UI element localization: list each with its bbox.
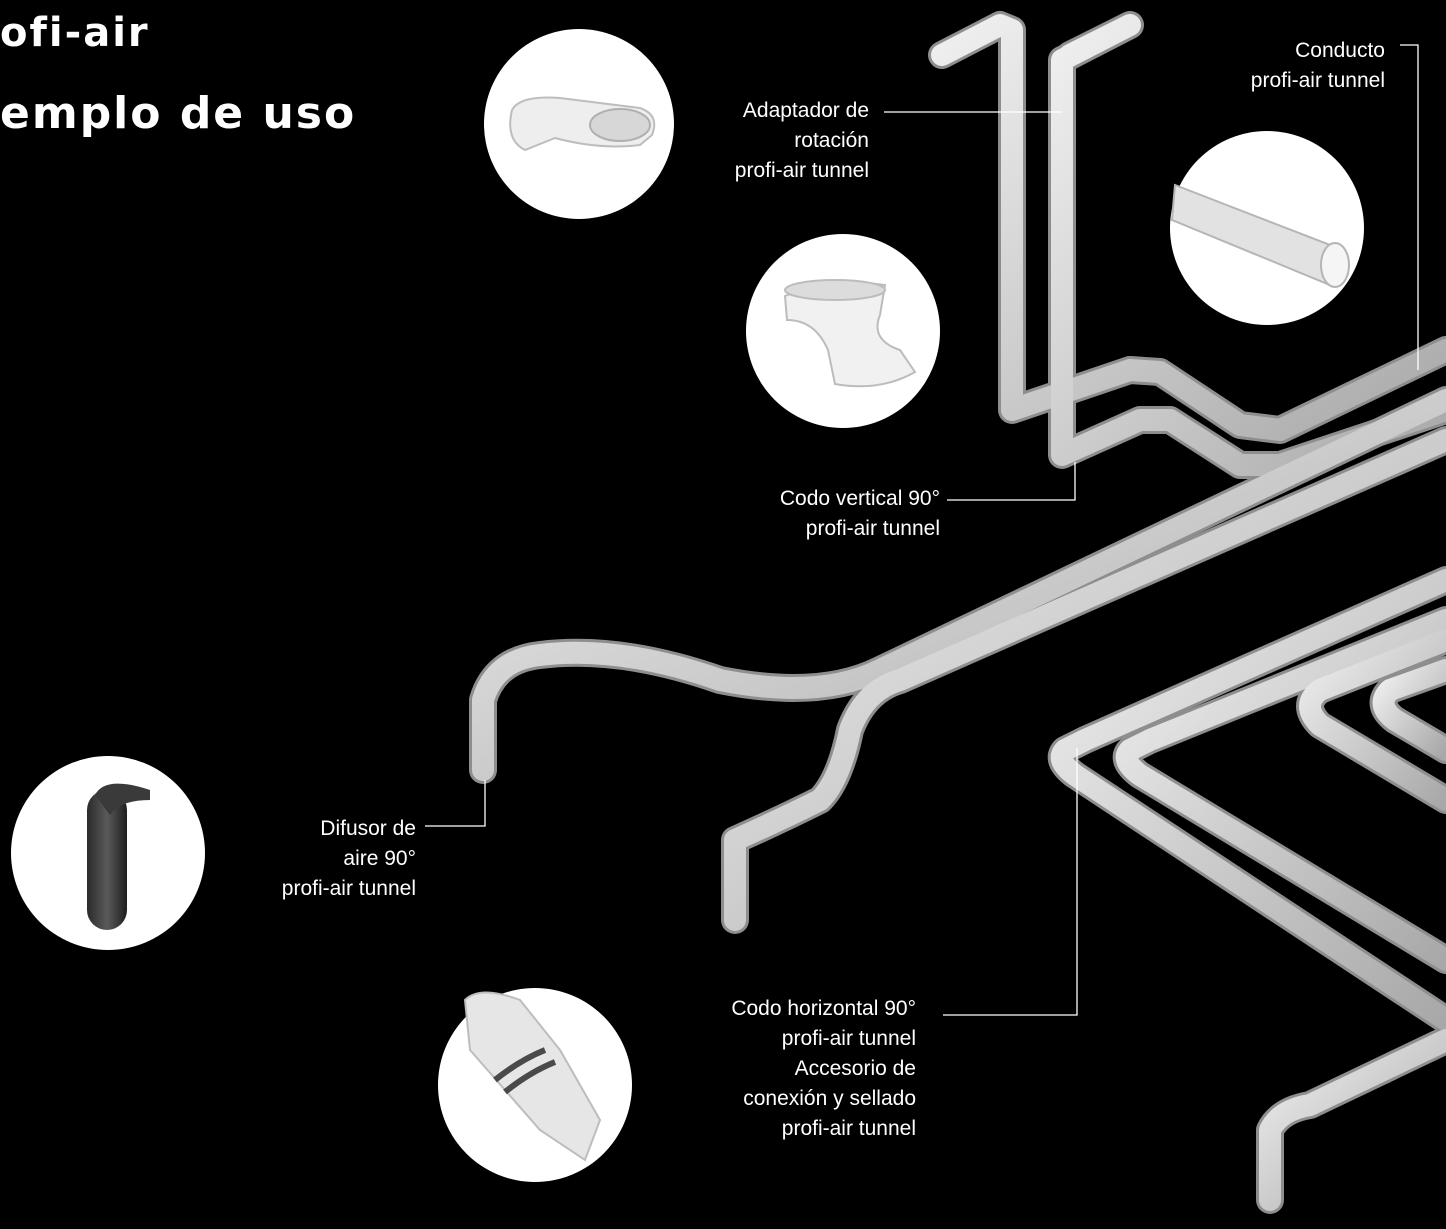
label-adaptador: Adaptador de rotación profi-air tunnel xyxy=(735,96,869,186)
page-title-line-1: ofi-air xyxy=(0,10,150,56)
label-line: rotación xyxy=(794,129,869,152)
label-line: aire 90° xyxy=(343,847,416,870)
label-line: Conducto xyxy=(1295,39,1385,62)
label-line: profi-air tunnel xyxy=(781,1117,916,1140)
vertical-elbow-photo xyxy=(746,234,940,428)
page-title-line-2: emplo de uso xyxy=(0,88,357,139)
label-conducto: Conducto profi-air tunnel xyxy=(1251,36,1385,96)
label-line: conexión y sellado xyxy=(743,1087,916,1110)
label-line: profi-air tunnel xyxy=(781,1027,916,1050)
label-difusor: Difusor de aire 90° profi-air tunnel xyxy=(282,814,416,904)
label-codo-horizontal: Codo horizontal 90° profi-air tunnel Acc… xyxy=(731,994,916,1144)
diffuser-photo xyxy=(11,756,205,950)
rotation-adapter-icon xyxy=(509,96,656,152)
adapter-photo xyxy=(484,29,674,219)
label-line: Accesorio de xyxy=(794,1057,916,1080)
label-line: profi-air tunnel xyxy=(281,877,416,900)
label-codo-vertical: Codo vertical 90° profi-air tunnel xyxy=(780,484,940,544)
label-line: profi-air tunnel xyxy=(734,159,869,182)
label-line: Adaptador de xyxy=(742,99,869,122)
seal-photo xyxy=(438,988,632,1182)
vertical-elbow-icon xyxy=(783,279,917,388)
label-line: profi-air tunnel xyxy=(805,517,940,540)
label-line: profi-air tunnel xyxy=(1250,69,1385,92)
label-line: Difusor de xyxy=(320,817,416,840)
label-line: Codo horizontal 90° xyxy=(731,997,916,1020)
connection-seal-icon xyxy=(463,991,602,1162)
duct-photo xyxy=(1170,131,1364,325)
leader-lines xyxy=(425,44,1419,1016)
duct-network xyxy=(469,11,1446,1214)
diffuser-icon xyxy=(87,783,150,930)
duct-icon xyxy=(1170,183,1350,288)
label-line: Codo vertical 90° xyxy=(779,487,940,510)
